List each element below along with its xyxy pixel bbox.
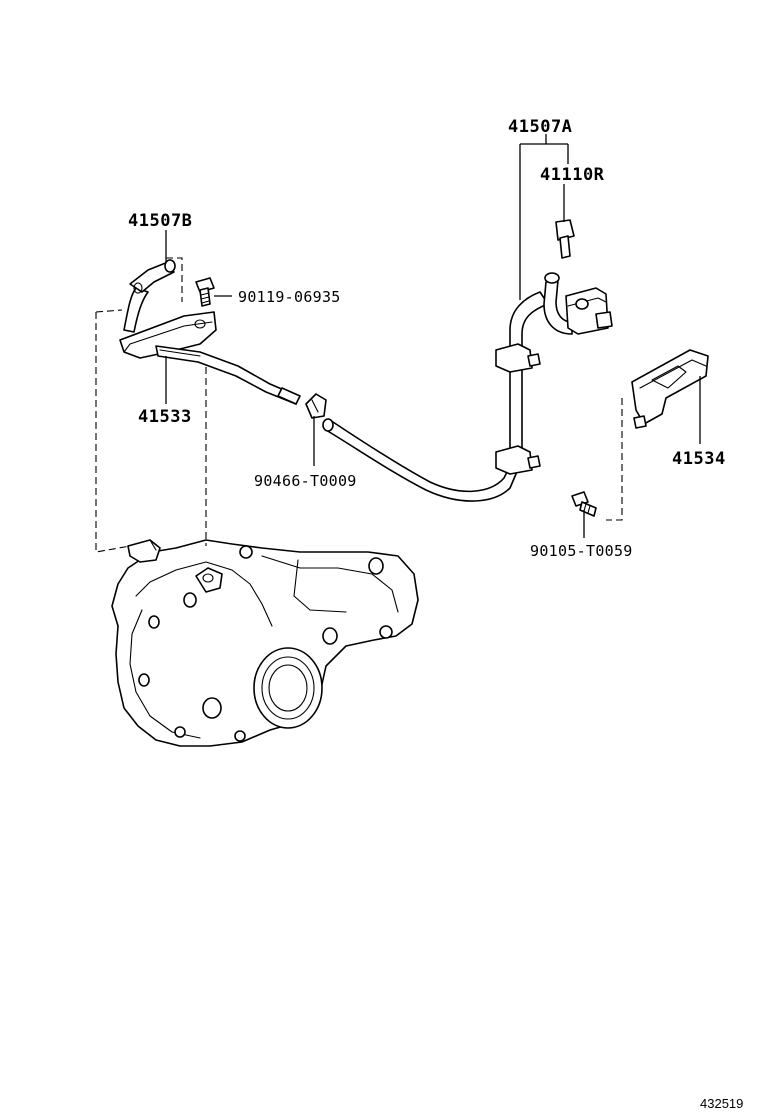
breather-bracket-right — [631, 349, 709, 429]
clamp-90466 — [305, 393, 327, 419]
label-90466-t0009: 90466-T0009 — [254, 472, 357, 490]
bolt-90119 — [195, 277, 215, 307]
label-41534: 41534 — [672, 449, 726, 469]
valve-41110r-body — [565, 287, 613, 335]
label-90119-06935: 90119-06935 — [238, 288, 341, 306]
assembly-guide-lines-left — [95, 257, 207, 553]
bolt-90105 — [571, 491, 597, 517]
assembly-guide-lines-right — [606, 398, 623, 521]
hose-41507a-assembly — [495, 291, 549, 475]
label-41533: 41533 — [138, 407, 192, 427]
breather-tube-bracket-left — [119, 311, 301, 405]
label-90105-t0059: 90105-T0059 — [530, 542, 633, 560]
transfer-case-housing — [111, 539, 419, 747]
label-41507b: 41507B — [128, 211, 192, 231]
breather-hose-long — [322, 418, 517, 502]
label-41110r: 41110R — [540, 165, 605, 185]
check-valve-41110r — [555, 219, 575, 259]
hose-41507b — [123, 259, 176, 333]
label-41507a: 41507A — [508, 117, 572, 137]
illustration-number: 432519 — [700, 1096, 743, 1111]
leader-lines — [165, 134, 701, 538]
